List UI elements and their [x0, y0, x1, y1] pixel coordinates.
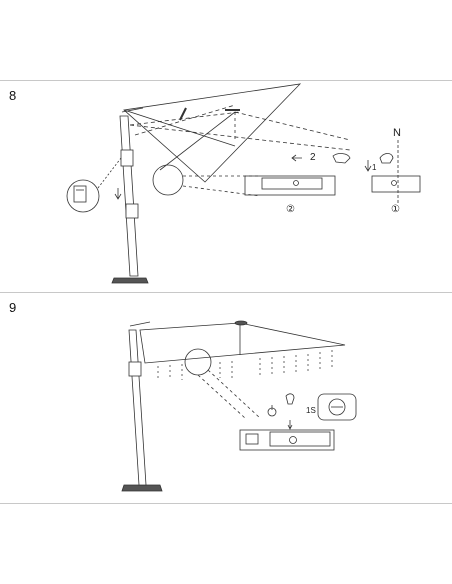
- umbrella-canopy: [139, 322, 346, 364]
- switch-box-2: [244, 175, 336, 196]
- hold-bubble: [317, 393, 357, 421]
- umbrella-base: [121, 484, 163, 492]
- arrow-number-label: 2: [310, 152, 316, 163]
- umbrella-diagram-step-9: [121, 320, 357, 492]
- position-2-label: ②: [286, 204, 295, 215]
- pointing-hand-icon: [332, 153, 351, 164]
- middle-divider: [0, 292, 452, 293]
- umbrella-diagram-step-8: [66, 83, 421, 284]
- north-label: N: [393, 127, 401, 139]
- step-number: 8: [9, 88, 17, 103]
- umbrella-pole: [119, 115, 139, 277]
- top-divider: [0, 80, 452, 81]
- step-8-panel: 8: [0, 80, 452, 292]
- switch-box-1: [371, 175, 421, 193]
- position-1-label: ①: [391, 204, 400, 215]
- umbrella-base: [111, 277, 149, 284]
- pointing-hand-icon: [285, 393, 295, 405]
- umbrella-canopy: [123, 83, 302, 183]
- step-9-panel: 9: [0, 292, 452, 502]
- step-number: 9: [9, 300, 17, 315]
- down-number-label: 1: [372, 163, 377, 172]
- switch-box: [239, 429, 335, 451]
- hold-time-label: 1S: [306, 406, 316, 415]
- bottom-divider: [0, 503, 452, 504]
